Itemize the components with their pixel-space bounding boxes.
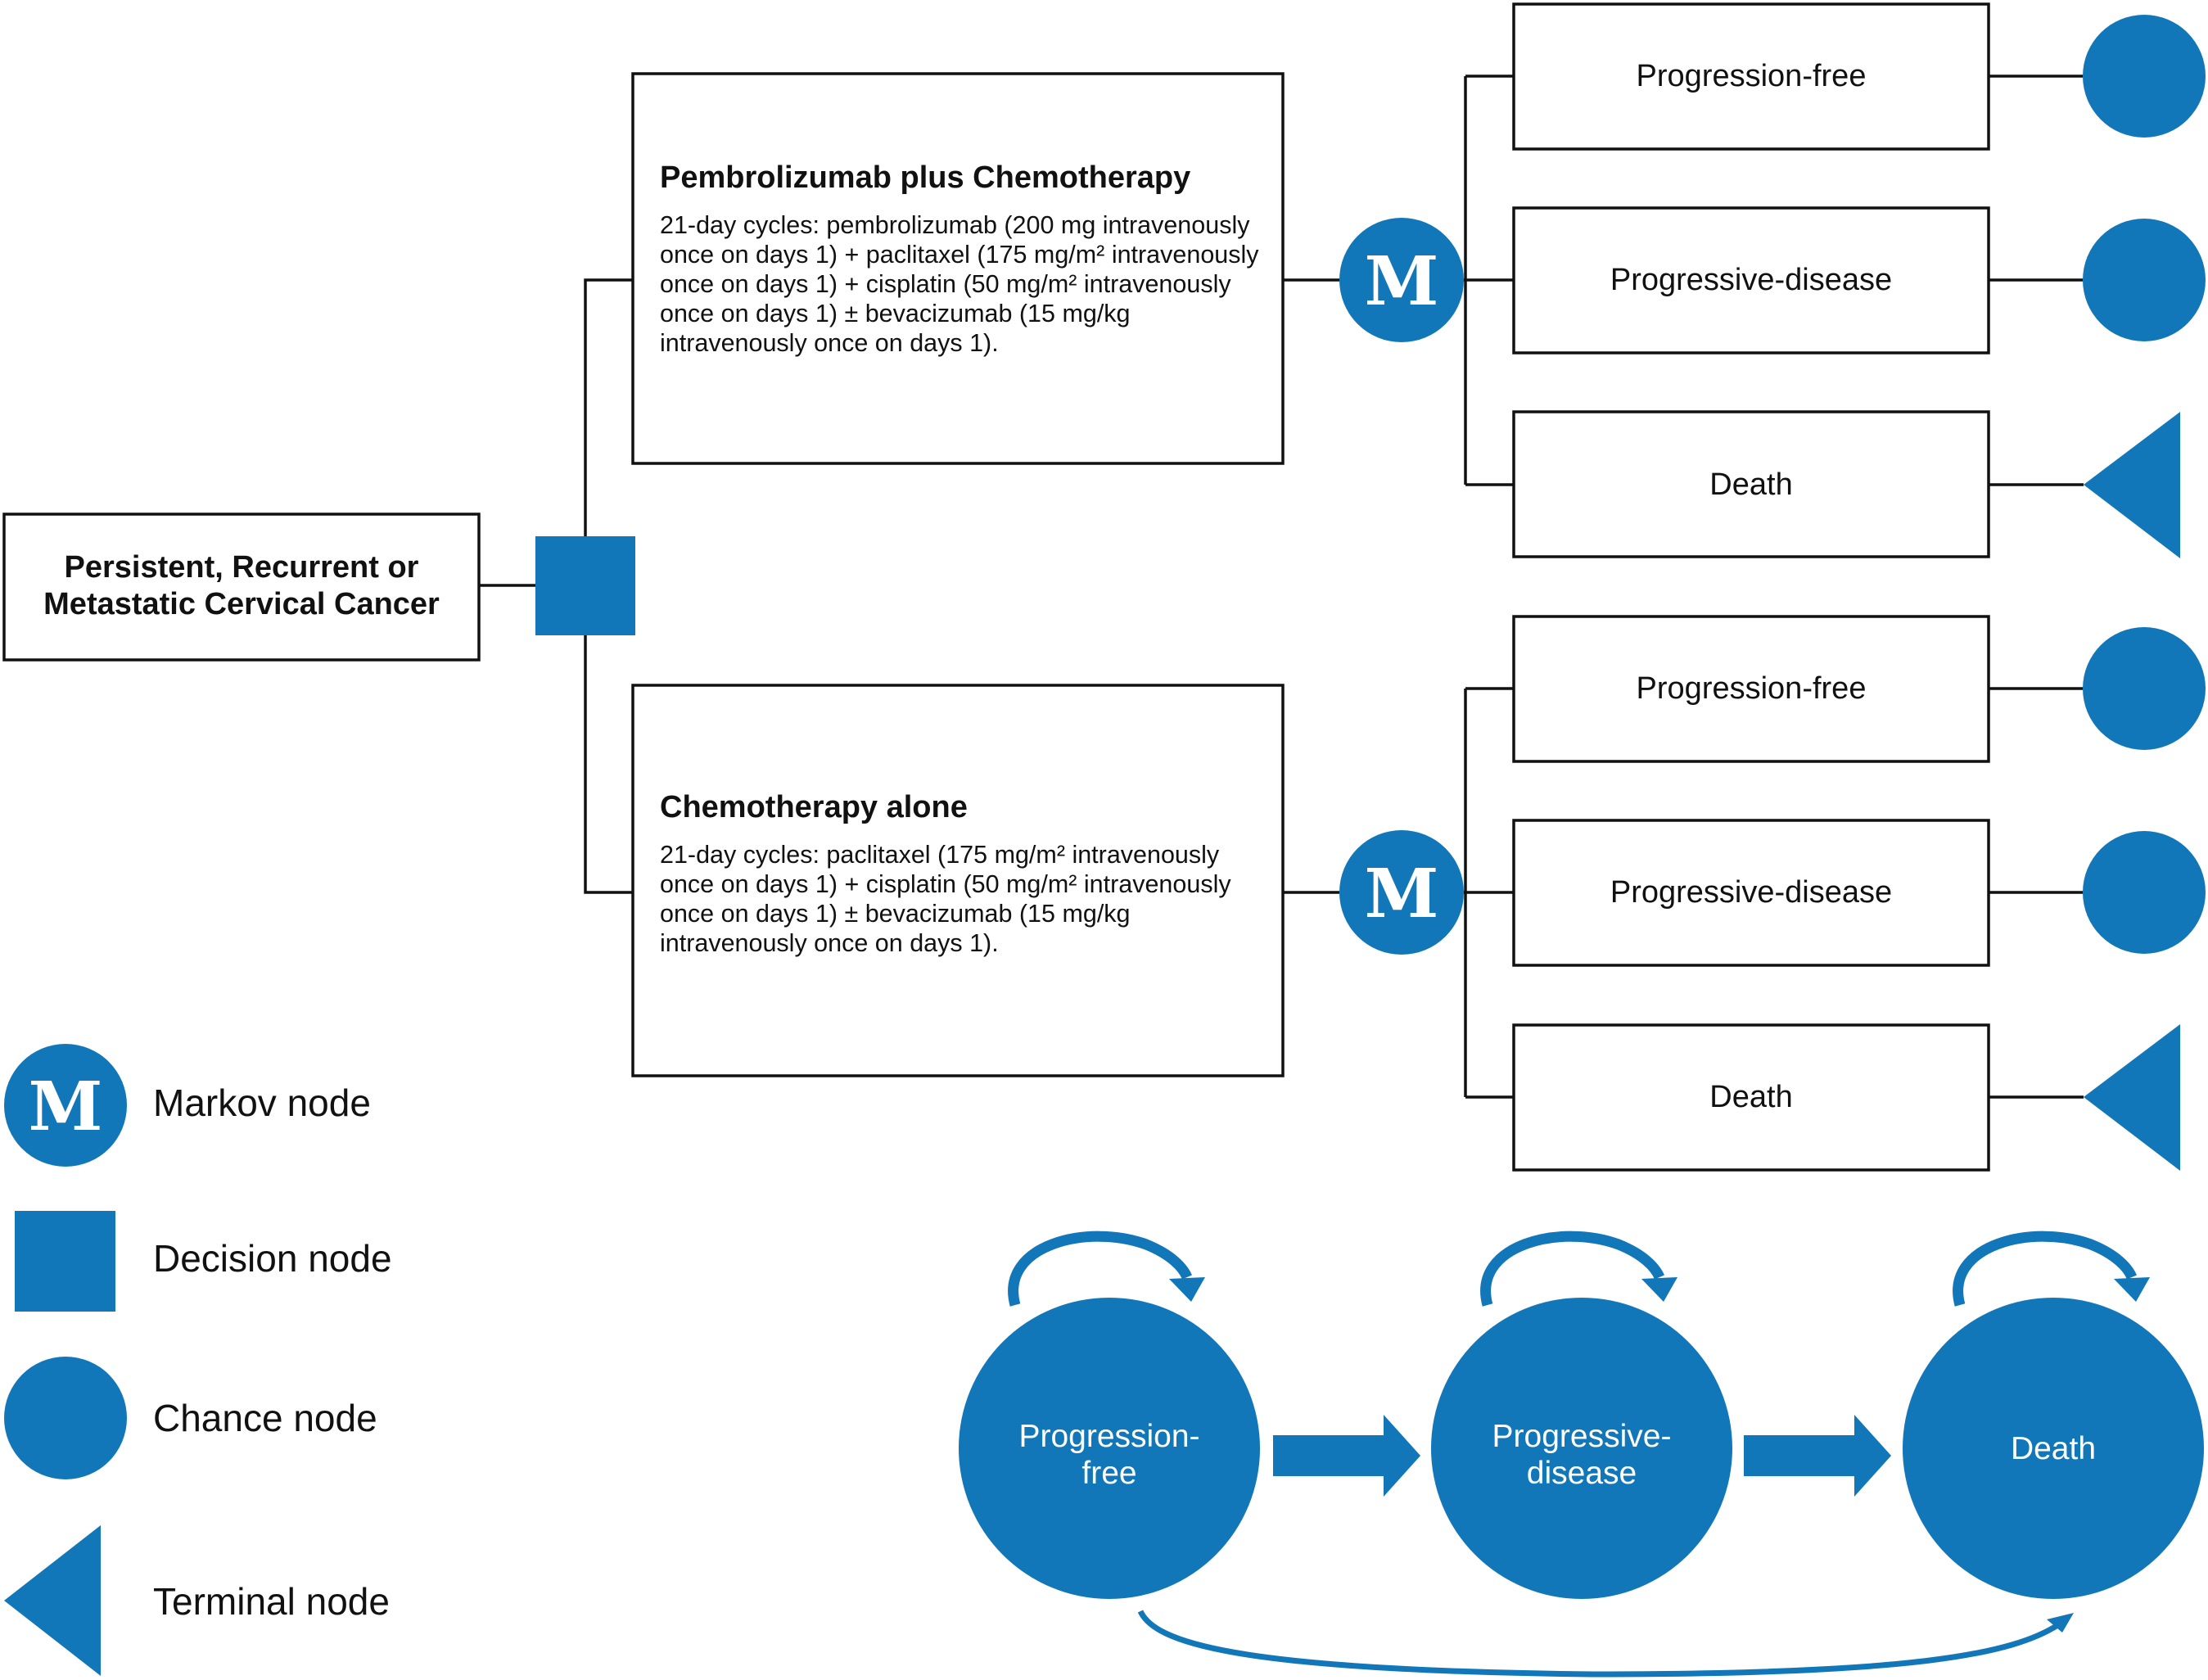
markov-symbol: M	[1365, 855, 1439, 933]
transition-arrowhead-pf-to-death	[2047, 1613, 2074, 1633]
root-box: Persistent, Recurrent or Metastatic Cerv…	[2, 513, 481, 662]
self-loop-arrow-death	[1953, 1231, 2137, 1307]
connector-decision-arm1	[584, 278, 635, 536]
markov-symbol: M	[1365, 242, 1439, 321]
arm2-state2-label: Progressive-disease	[1610, 875, 1892, 910]
arm2-markov-node: M	[1339, 830, 1464, 955]
arm1-terminal-node	[2084, 412, 2180, 558]
markov-state-model: Progression- free Progressive- disease D…	[959, 1231, 2204, 1678]
legend-decision-label: Decision node	[153, 1237, 392, 1280]
arm1-markov-node: M	[1339, 218, 1464, 342]
self-loop-arrow-progression-free	[1008, 1231, 1192, 1307]
state-progressive-disease-label-line1: Progressive-	[1492, 1419, 1672, 1454]
arm2-box	[631, 684, 1285, 1077]
arm2-terminal-node	[2084, 1024, 2180, 1171]
legend-terminal-label: Terminal node	[153, 1580, 390, 1623]
legend-markov-label: Markov node	[153, 1082, 371, 1124]
self-loop-arrowhead-progression-free	[1169, 1277, 1205, 1302]
state-progressive-disease	[1431, 1298, 1732, 1599]
state-progressive-disease-label-line2: disease	[1527, 1456, 1637, 1491]
state-progression-free-label-line2: free	[1081, 1456, 1136, 1491]
self-loop-arrow-progressive-disease	[1480, 1231, 1664, 1307]
arm1-title: Pembrolizumab plus Chemotherapy	[660, 160, 1191, 195]
arm1-state3-label: Death	[1709, 467, 1792, 502]
state-progression-free-label-line1: Progression-	[1018, 1419, 1199, 1454]
arm2-state3-label: Death	[1709, 1080, 1792, 1114]
arm1-state1-box	[1512, 2, 1990, 151]
legend-decision-icon	[15, 1211, 115, 1312]
connector-decision-arm2	[584, 635, 635, 894]
arm2-chance-node-1	[2083, 627, 2206, 750]
arm2-description: 21-day cycles: paclitaxel (175 mg/m² int…	[660, 841, 1231, 957]
legend: M Markov node Decision node Chance node …	[4, 1044, 392, 1676]
self-loop-arrowhead-death	[2114, 1277, 2150, 1302]
arm1-chance-node-1	[2083, 15, 2206, 138]
state-death-label: Death	[2011, 1431, 2096, 1466]
arm1-description: 21-day cycles: pembrolizumab (200 mg int…	[660, 211, 1259, 357]
state-progression-free	[959, 1298, 1260, 1599]
self-loop-arrowhead-progressive-disease	[1641, 1277, 1677, 1302]
arm2-state3-box	[1512, 1023, 1990, 1172]
arm1-state1-label: Progression-free	[1637, 59, 1867, 93]
arm1-state2-box	[1512, 206, 1990, 355]
arm2-text: Chemotherapy alone 21-day cycles: paclit…	[660, 790, 1262, 958]
decision-node	[535, 536, 635, 635]
root-label-line2: Metastatic Cervical Cancer	[43, 587, 440, 621]
arm2-state1-box	[1512, 615, 1990, 763]
arm2-state2-box	[1512, 819, 1990, 967]
legend-markov-icon: M	[4, 1044, 127, 1167]
markov-symbol: M	[29, 1068, 103, 1146]
arm2-chance-node-2	[2083, 831, 2206, 954]
state-death	[1903, 1298, 2204, 1599]
legend-terminal-icon	[4, 1525, 101, 1676]
arm1-box	[631, 72, 1285, 465]
arm1-state2-label: Progressive-disease	[1610, 263, 1892, 297]
arm1-text: Pembrolizumab plus Chemotherapy 21-day c…	[660, 160, 1262, 358]
transition-arrow-pd-to-death	[1744, 1415, 1891, 1497]
legend-chance-icon	[4, 1357, 127, 1479]
transition-arrow-pf-to-pd	[1273, 1415, 1420, 1497]
legend-chance-label: Chance node	[153, 1397, 377, 1439]
arm2-state1-label: Progression-free	[1637, 671, 1867, 706]
arm1-chance-node-2	[2083, 219, 2206, 341]
root-label-line1: Persistent, Recurrent or	[65, 550, 419, 585]
transition-arrow-pf-to-death	[1137, 1610, 2061, 1678]
arm2-title: Chemotherapy alone	[660, 790, 968, 824]
